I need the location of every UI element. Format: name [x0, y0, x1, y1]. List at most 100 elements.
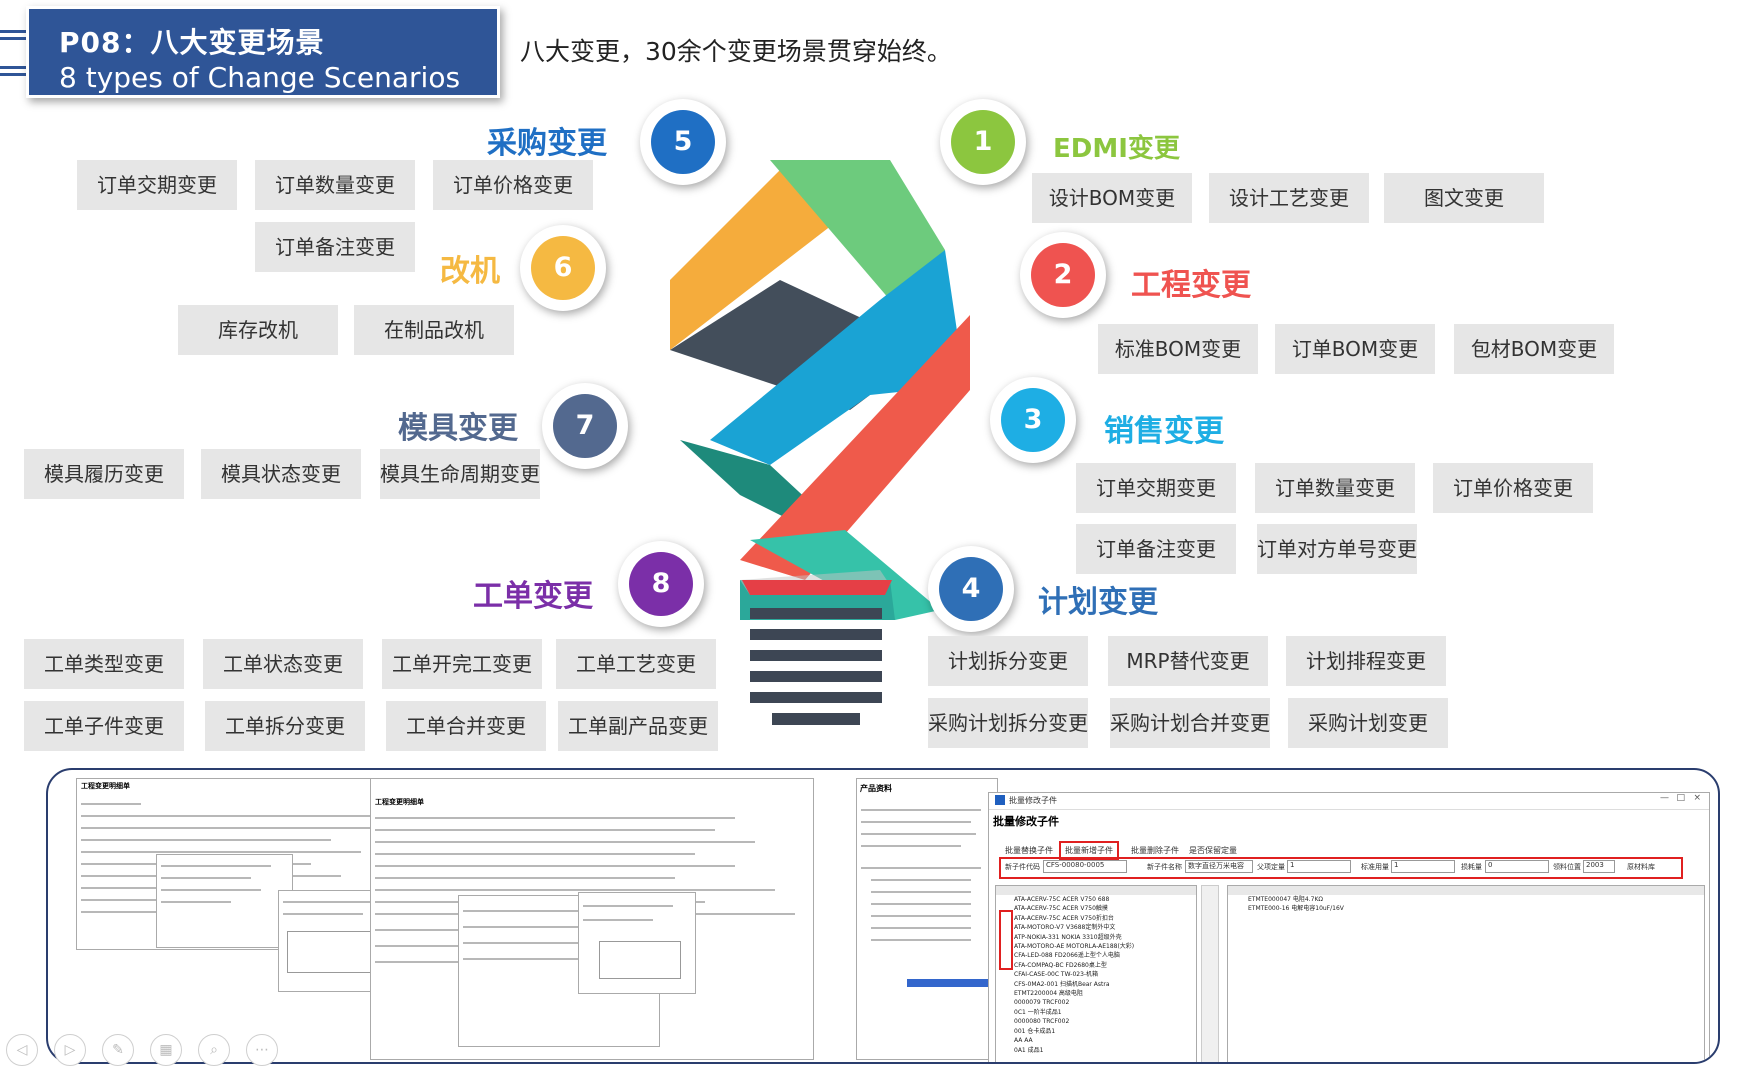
- tag-sales-remark[interactable]: 订单备注变更: [1076, 524, 1236, 574]
- category-circle-6: 6: [520, 225, 606, 311]
- table-row[interactable]: ATP-NOKIA-331 NOKIA 3310超级外壳: [1014, 933, 1122, 941]
- tag-purchase-price[interactable]: 订单价格变更: [433, 160, 593, 210]
- minimize-icon[interactable]: —: [1660, 793, 1669, 803]
- app-icon: [995, 795, 1005, 805]
- table-row[interactable]: CFS-0MA2-001 扫描机Bear Astra: [1014, 980, 1110, 988]
- field-label-loss: 损耗量: [1461, 863, 1482, 871]
- tag-plan-mrp-substitute[interactable]: MRP替代变更: [1108, 636, 1268, 686]
- screenshot-panel: 工程变更明细单 工程变更明细单: [46, 768, 1720, 1064]
- category-label-plan: 计划变更: [1038, 585, 1158, 620]
- category-label-mold: 模具变更: [398, 411, 518, 446]
- tag-plan-purchase-merge[interactable]: 采购计划合并变更: [1110, 698, 1270, 748]
- option-keep-qty[interactable]: 是否保留定量: [1189, 846, 1237, 855]
- tag-eng-standard-bom[interactable]: 标准BOM变更: [1098, 324, 1258, 374]
- tag-mold-history[interactable]: 模具履历变更: [24, 449, 184, 499]
- title-banner: P08：八大变更场景 8 types of Change Scenarios: [26, 6, 500, 98]
- field-child-code[interactable]: CFS-00080-0005: [1043, 860, 1127, 873]
- tag-purchase-remark[interactable]: 订单备注变更: [255, 222, 415, 272]
- table-row[interactable]: 0000080 TRCF002: [1014, 1018, 1070, 1026]
- tag-sales-counterparty-no[interactable]: 订单对方单号变更: [1257, 524, 1417, 574]
- tag-eng-packaging-bom[interactable]: 包材BOM变更: [1454, 324, 1614, 374]
- category-number-8: 8: [629, 552, 693, 616]
- bulb-stripe-orange: [670, 160, 845, 350]
- close-icon[interactable]: ×: [1693, 793, 1701, 803]
- tag-plan-scheduling[interactable]: 计划排程变更: [1286, 636, 1446, 686]
- zoom-icon[interactable]: ⌕: [198, 1034, 230, 1066]
- table-row[interactable]: ATA-ACERV-75C ACER V750折扣台: [1014, 914, 1114, 922]
- field-label-parent-qty: 父项定量: [1257, 863, 1285, 871]
- tag-wo-byproduct[interactable]: 工单副产品变更: [558, 701, 718, 751]
- tag-wo-merge[interactable]: 工单合并变更: [386, 701, 546, 751]
- tag-mold-status[interactable]: 模具状态变更: [201, 449, 361, 499]
- table-row[interactable]: ATA-MOTORO-V7 V3688定制外中文: [1014, 924, 1116, 932]
- tag-mold-lifecycle[interactable]: 模具生命周期变更: [380, 449, 540, 499]
- table-row[interactable]: CFA-LED-088 FD2066遥上型个人电脑: [1014, 952, 1120, 960]
- field-child-name[interactable]: 数字直径万米电容: [1185, 860, 1253, 873]
- category-number-1: 1: [951, 110, 1015, 174]
- table-row[interactable]: ATA-ACERV-75C ACER V750触摸: [1014, 905, 1108, 913]
- tag-purchase-quantity[interactable]: 订单数量变更: [255, 160, 415, 210]
- tag-sales-delivery[interactable]: 订单交期变更: [1076, 463, 1236, 513]
- screenshot-title: 工程变更明细单: [375, 798, 424, 806]
- tag-retrofit-stock[interactable]: 库存改机: [178, 305, 338, 355]
- table-row[interactable]: ATA-MOTORO-AE MOTORLA-AE188(大彩): [1014, 943, 1135, 951]
- table-row[interactable]: ATA-ACERV-75C ACER V750 688: [1014, 896, 1110, 903]
- pen-icon[interactable]: ✎: [102, 1034, 134, 1066]
- field-position[interactable]: 2003: [1583, 860, 1615, 873]
- category-circle-3: 3: [990, 377, 1076, 463]
- tag-sales-price[interactable]: 订单价格变更: [1433, 463, 1593, 513]
- tag-plan-purchase[interactable]: 采购计划变更: [1288, 698, 1448, 748]
- field-label-std-qty: 标准用量: [1361, 863, 1389, 871]
- more-options-icon[interactable]: ⋯: [246, 1034, 278, 1066]
- tag-wo-startend[interactable]: 工单开完工变更: [382, 639, 542, 689]
- table-row[interactable]: ETMTE000-16 电解电容10uF/16V: [1248, 905, 1344, 913]
- tag-purchase-delivery[interactable]: 订单交期变更: [77, 160, 237, 210]
- bulb-screw-4: [750, 671, 882, 682]
- table-row[interactable]: ETMT2200004 高级电阻: [1014, 990, 1083, 998]
- tag-wo-split[interactable]: 工单拆分变更: [205, 701, 365, 751]
- tag-edmi-document[interactable]: 图文变更: [1384, 173, 1544, 223]
- tag-plan-split[interactable]: 计划拆分变更: [928, 636, 1088, 686]
- table-row[interactable]: 001 仓卡成品1: [1014, 1027, 1056, 1035]
- maximize-icon[interactable]: □: [1676, 793, 1685, 803]
- scrollbar[interactable]: [1201, 885, 1219, 1062]
- tag-wo-component[interactable]: 工单子件变更: [24, 701, 184, 751]
- checkbox-highlight: [999, 910, 1013, 970]
- category-label-workorder: 工单变更: [473, 579, 593, 614]
- bulb-screw-1: [750, 608, 882, 619]
- option-replace[interactable]: 批量替换子件: [1005, 846, 1053, 855]
- field-label-child-name: 新子件名称: [1147, 863, 1182, 871]
- screenshot-dialog-4: [578, 892, 696, 994]
- table-row[interactable]: 0000079 TRCF002: [1014, 999, 1070, 1007]
- tag-wo-type[interactable]: 工单类型变更: [24, 639, 184, 689]
- tag-retrofit-wip[interactable]: 在制品改机: [354, 305, 514, 355]
- slides-grid-icon[interactable]: ▦: [150, 1034, 182, 1066]
- table-row[interactable]: 0A1 成品1: [1014, 1046, 1044, 1054]
- field-loss[interactable]: 0: [1485, 860, 1549, 873]
- next-slide-icon[interactable]: ▷: [54, 1034, 86, 1066]
- category-label-retrofit: 改机: [440, 254, 500, 289]
- batch-edit-window: 批量修改子件 — □ × 批量修改子件 批量替换子件 批量新增子件 批量删除子件…: [988, 792, 1710, 1062]
- option-delete[interactable]: 批量删除子件: [1131, 846, 1179, 855]
- tag-wo-status[interactable]: 工单状态变更: [203, 639, 363, 689]
- tag-edmi-design-process[interactable]: 设计工艺变更: [1209, 173, 1369, 223]
- category-circle-2: 2: [1020, 232, 1106, 318]
- tag-wo-process[interactable]: 工单工艺变更: [556, 639, 716, 689]
- field-std-qty[interactable]: 1: [1391, 860, 1455, 873]
- tag-eng-order-bom[interactable]: 订单BOM变更: [1275, 324, 1435, 374]
- table-row[interactable]: AA AA: [1014, 1037, 1033, 1045]
- new-child-fields: 新子件代码 CFS-00080-0005 新子件名称 数字直径万米电容 父项定量…: [999, 857, 1683, 879]
- bulb-stripe-green: [770, 160, 945, 300]
- field-parent-qty[interactable]: 1: [1287, 860, 1351, 873]
- table-row[interactable]: CFAI-CASE-00C TW-023-机箱: [1014, 971, 1099, 979]
- option-add[interactable]: 批量新增子件: [1059, 841, 1119, 860]
- table-row[interactable]: ETMTE000047 电阻4.7KΩ: [1248, 896, 1323, 903]
- field-label-position: 领料位置: [1553, 863, 1581, 871]
- tag-edmi-design-bom[interactable]: 设计BOM变更: [1032, 173, 1192, 223]
- tag-plan-purchase-split[interactable]: 采购计划拆分变更: [928, 698, 1088, 748]
- table-row[interactable]: CFA-COMPAQ-BC FD2680桌上型: [1014, 961, 1107, 969]
- tag-sales-quantity[interactable]: 订单数量变更: [1255, 463, 1415, 513]
- table-row[interactable]: 0C1 一阶半成品1: [1014, 1008, 1062, 1016]
- prev-slide-icon[interactable]: ◁: [6, 1034, 38, 1066]
- category-circle-8: 8: [618, 541, 704, 627]
